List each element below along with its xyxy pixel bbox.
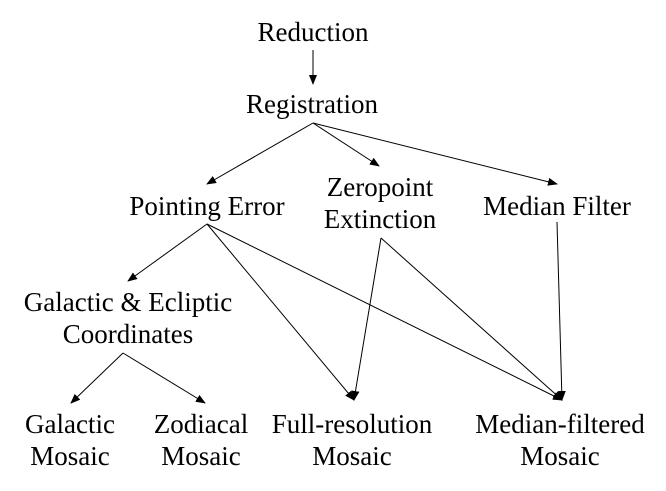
- edge-galactic-ecliptic-to-galactic-mosaic: [70, 352, 124, 404]
- node-registration-label: Registration: [246, 89, 378, 119]
- node-zodiacal-mosaic: Zodiacal Mosaic: [154, 408, 248, 472]
- node-zeropoint-extinction-line2: Extinction: [323, 204, 437, 234]
- node-zodiacal-mosaic-line2: Mosaic: [161, 441, 241, 471]
- node-median-filtered-mosaic-line1: Median-filtered: [475, 409, 645, 439]
- node-pointing-error-label: Pointing Error: [129, 191, 285, 221]
- node-median-filtered-mosaic: Median-filtered Mosaic: [475, 408, 644, 472]
- node-galactic-ecliptic-line1: Galactic & Ecliptic: [23, 287, 233, 317]
- edge-pointing-error-to-full-resolution-mosaic: [206, 223, 355, 401]
- node-registration: Registration: [246, 88, 378, 120]
- node-reduction-label: Reduction: [257, 17, 369, 47]
- node-galactic-ecliptic-coordinates: Galactic & Ecliptic Coordinates: [24, 286, 232, 350]
- node-reduction: Reduction: [258, 16, 369, 48]
- edge-registration-to-median-filter: [312, 122, 558, 186]
- node-full-resolution-mosaic-line2: Mosaic: [312, 441, 392, 471]
- edge-registration-to-pointing-error: [206, 122, 314, 185]
- node-full-resolution-mosaic: Full-resolution Mosaic: [272, 408, 433, 472]
- node-zeropoint-extinction-line1: Zeropoint: [326, 172, 434, 202]
- edge-zeropoint-extinction-to-full-resolution-mosaic: [351, 237, 382, 401]
- edge-zeropoint-extinction-to-median-filtered-mosaic: [380, 237, 563, 401]
- node-galactic-mosaic-line2: Mosaic: [30, 441, 110, 471]
- node-galactic-mosaic-line1: Galactic: [25, 409, 115, 439]
- node-zodiacal-mosaic-line1: Zodiacal: [153, 409, 249, 439]
- node-galactic-mosaic: Galactic Mosaic: [25, 408, 115, 472]
- edge-pointing-error-to-galactic-ecliptic: [127, 223, 208, 282]
- edge-registration-to-zeropoint-extinction: [312, 122, 380, 167]
- node-pointing-error: Pointing Error: [129, 190, 284, 222]
- node-galactic-ecliptic-line2: Coordinates: [62, 319, 194, 349]
- edge-median-filter-to-median-filtered-mosaic: [556, 221, 566, 401]
- node-zeropoint-extinction: Zeropoint Extinction: [324, 171, 436, 235]
- edge-pointing-error-to-median-filtered-mosaic: [206, 223, 563, 401]
- edge-galactic-ecliptic-to-zodiacal-mosaic: [122, 352, 206, 404]
- node-median-filtered-mosaic-line2: Mosaic: [520, 441, 600, 471]
- node-median-filter: Median Filter: [483, 190, 631, 222]
- node-median-filter-label: Median Filter: [483, 191, 631, 221]
- node-full-resolution-mosaic-line1: Full-resolution: [271, 409, 433, 439]
